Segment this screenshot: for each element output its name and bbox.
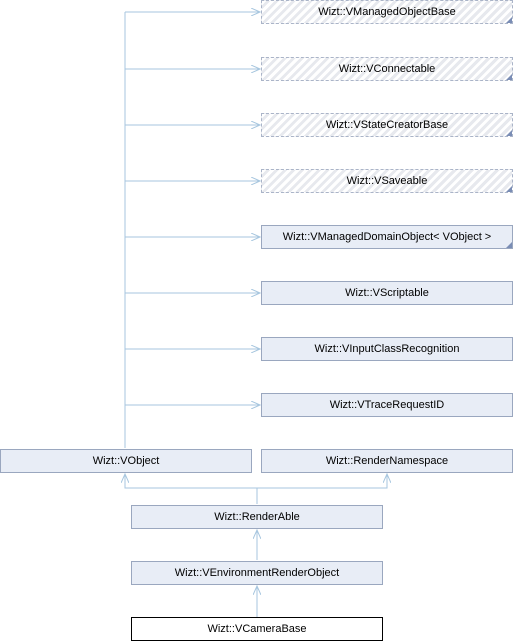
node-label: Wizt::VManagedObjectBase: [318, 6, 456, 18]
node-managed-object-base[interactable]: Wizt::VManagedObjectBase: [261, 0, 513, 24]
node-label: Wizt::RenderNamespace: [325, 455, 449, 467]
node-managed-domain-object[interactable]: Wizt::VManagedDomainObject< VObject >: [261, 225, 513, 249]
node-label: Wizt::VInputClassRecognition: [314, 343, 460, 355]
node-label: Wizt::RenderAble: [214, 511, 300, 523]
node-label: Wizt::VSaveable: [346, 175, 428, 187]
edge-renderable-to-render-namespace: [257, 474, 387, 489]
node-label: Wizt::VObject: [92, 455, 160, 467]
node-label: Wizt::VScriptable: [345, 287, 429, 299]
node-render-namespace[interactable]: Wizt::RenderNamespace: [261, 449, 513, 473]
node-input-class-recognition[interactable]: Wizt::VInputClassRecognition: [261, 337, 513, 361]
node-label: Wizt::VEnvironmentRenderObject: [174, 567, 340, 579]
collapsed-corner-icon: [506, 186, 512, 192]
node-label: Wizt::VTraceRequestID: [329, 399, 445, 411]
node-label: Wizt::VCameraBase: [207, 623, 307, 635]
node-label: Wizt::VConnectable: [338, 63, 436, 75]
node-environment-render-object[interactable]: Wizt::VEnvironmentRenderObject: [131, 561, 383, 585]
node-trace-request-id[interactable]: Wizt::VTraceRequestID: [261, 393, 513, 417]
node-connectable[interactable]: Wizt::VConnectable: [261, 57, 513, 81]
node-label: Wizt::VManagedDomainObject< VObject >: [282, 231, 492, 243]
node-label: Wizt::VStateCreatorBase: [325, 119, 449, 131]
node-saveable[interactable]: Wizt::VSaveable: [261, 169, 513, 193]
collapsed-corner-icon: [506, 17, 512, 23]
node-state-creator-base[interactable]: Wizt::VStateCreatorBase: [261, 113, 513, 137]
collapsed-corner-icon: [506, 74, 512, 80]
node-render-able[interactable]: Wizt::RenderAble: [131, 505, 383, 529]
edge-renderable-to-vobject: [125, 474, 257, 489]
node-scriptable[interactable]: Wizt::VScriptable: [261, 281, 513, 305]
node-vobject[interactable]: Wizt::VObject: [0, 449, 252, 473]
collapsed-corner-icon: [506, 242, 512, 248]
node-camera-base: Wizt::VCameraBase: [131, 617, 383, 641]
collapsed-corner-icon: [506, 130, 512, 136]
